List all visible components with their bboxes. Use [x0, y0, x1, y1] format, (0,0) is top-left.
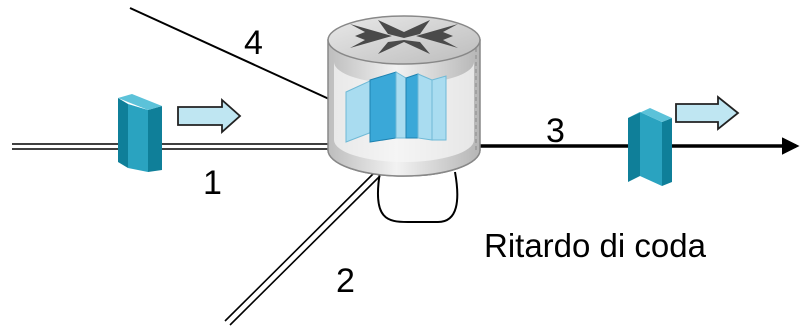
link-label-2: 2	[336, 262, 355, 300]
arrow-right-icon	[675, 95, 740, 131]
arrow-right-icon	[177, 97, 242, 135]
link-label-1: 1	[203, 164, 222, 202]
link-label-4: 4	[244, 24, 263, 62]
router-x-mark	[350, 20, 458, 54]
packet-icon	[118, 94, 162, 172]
link-label-3: 3	[546, 112, 565, 150]
queue-delay-caption: Ritardo di coda	[484, 227, 707, 264]
router-loop	[376, 171, 459, 223]
packet-icon	[628, 108, 672, 186]
link-1-line	[12, 143, 335, 150]
router-icon	[327, 15, 481, 177]
link-2-line	[224, 171, 381, 326]
queue-packets	[345, 71, 447, 143]
link-4-line	[129, 7, 341, 105]
